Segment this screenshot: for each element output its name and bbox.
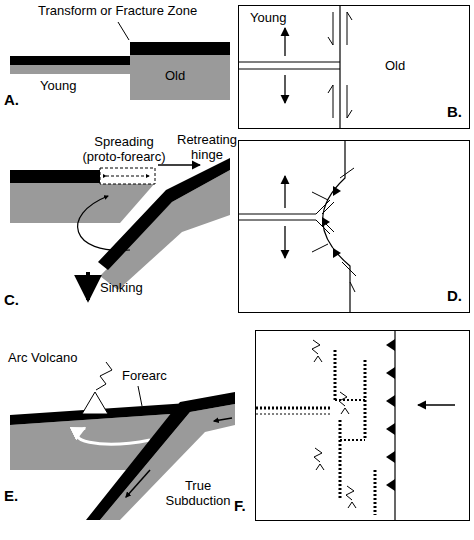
panel-letter: A. (4, 92, 19, 107)
map-view-d-part (239, 141, 470, 313)
feature-label: Arc Volcano (8, 350, 77, 365)
map-view-b-part (284, 75, 285, 103)
plate-section-a-part (118, 22, 129, 40)
plate-section-c-part (106, 176, 149, 177)
plate-section-e-part (77, 428, 150, 444)
map-view-d-part (340, 168, 354, 178)
map-view-d-part (333, 248, 341, 258)
map-view-d-part (316, 200, 330, 214)
plate-section-c-part (78, 196, 130, 250)
map-view-d-part (350, 282, 355, 292)
map-view-f-part-part (348, 502, 356, 508)
plate-section-a (10, 22, 230, 100)
map-view-d-part (238, 214, 316, 215)
plate-section-c-part (158, 164, 200, 165)
map-view-d-part (323, 140, 350, 312)
map-view-b-part (238, 62, 340, 63)
map-view-f-part-part (339, 392, 347, 406)
map-view-b-part (339, 5, 340, 128)
map-view-f-part (256, 414, 330, 415)
plate-section-e (10, 362, 235, 520)
panel-letter: F. (234, 498, 246, 513)
map-view-d-part (333, 186, 341, 196)
map-view-f-part (334, 350, 337, 400)
map-view-d-part (312, 244, 328, 252)
plate-section-e-part (96, 362, 112, 390)
plate-section-e-part (214, 418, 232, 421)
process-label: Spreading (proto-forearc) (78, 134, 170, 164)
feature-label: Forearc (122, 368, 167, 383)
plate-section-c-part (100, 170, 230, 290)
map-view-d-part (322, 202, 334, 214)
map-view-f-part (312, 340, 356, 508)
plate-section-a-part (130, 42, 230, 55)
plate-label: Young (40, 78, 76, 93)
plate-section-e-part (86, 392, 235, 520)
map-view-d-part (238, 220, 316, 221)
plate-section-c (10, 158, 230, 300)
map-view-f (256, 330, 470, 521)
process-label: Sinking (100, 280, 143, 295)
plate-section-e-part (126, 470, 150, 497)
map-view-b-part (284, 28, 285, 56)
map-view-f-part-part (312, 340, 320, 354)
map-view-d-part (312, 192, 328, 200)
map-view-f-part-part (314, 448, 322, 462)
map-view-f-part (374, 470, 377, 515)
map-view-b-part (328, 85, 333, 118)
map-view-f-part-part (386, 479, 395, 491)
map-view-b-part (238, 69, 340, 70)
map-view-b-part (347, 85, 352, 118)
plate-label: Old (165, 68, 185, 83)
map-view-f-part-part (386, 451, 395, 463)
map-view-d-part (284, 226, 285, 258)
map-view-f-part-part (386, 395, 395, 407)
map-view-f-part (339, 420, 342, 500)
process-label: True Subduction (162, 478, 234, 508)
map-view-b (238, 5, 470, 129)
plate-section-c-part (10, 183, 120, 223)
plate-section-c-part (86, 272, 90, 300)
map-view-f-part-part (314, 356, 322, 362)
plate-section-a-part (130, 55, 230, 100)
map-view-d-part (284, 176, 285, 208)
map-view-f-part (256, 331, 470, 521)
panel-letter: B. (447, 104, 462, 119)
plate-section-c-part (98, 158, 230, 270)
fault-label: Transform or Fracture Zone (38, 3, 197, 18)
plate-label: Young (250, 10, 286, 25)
plate-label: Old (385, 58, 405, 73)
plate-section-e-part (82, 392, 108, 414)
map-view-f-part-part (346, 486, 354, 500)
process-label: Retreating hinge (174, 132, 240, 162)
panel-letter: D. (447, 288, 462, 303)
map-view-b-part (347, 12, 352, 45)
map-view-b-part (328, 12, 333, 45)
panel-letter: E. (4, 488, 18, 503)
map-view-f-part (340, 439, 365, 441)
map-view-f-part-part (386, 367, 395, 379)
plate-section-a-part (10, 56, 130, 65)
map-view-b-part (239, 6, 470, 129)
plate-section-a-part (10, 65, 130, 74)
map-view-f-part (386, 339, 395, 491)
map-view-f-part-part (316, 464, 324, 470)
map-view-d-part (322, 217, 330, 227)
panel-letter: C. (4, 292, 19, 307)
map-view-d-part (342, 262, 356, 276)
map-view-f-part (418, 404, 455, 405)
map-view-f-part (256, 407, 330, 410)
map-view-f-part-part (341, 408, 349, 414)
plate-section-e-part (138, 386, 142, 406)
map-view-d (238, 140, 470, 313)
map-view-f-part-part (386, 423, 395, 435)
plate-section-c-part (100, 168, 155, 184)
map-view-f-part-part (386, 339, 395, 351)
